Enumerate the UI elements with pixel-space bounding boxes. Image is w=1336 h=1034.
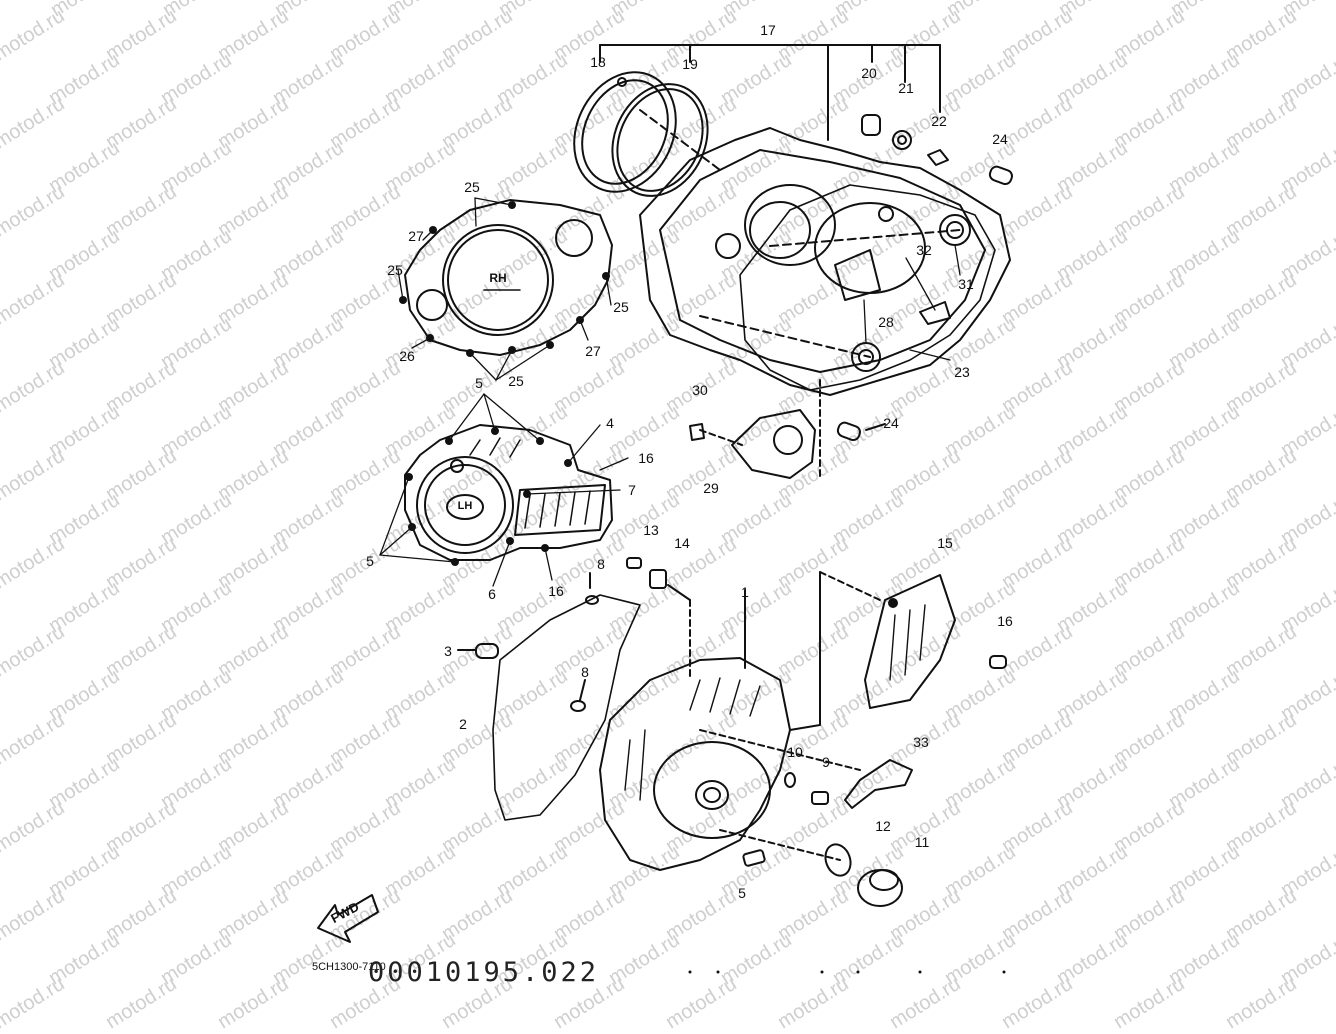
- callout-5a: 5: [475, 375, 483, 391]
- callout-25d: 25: [508, 373, 524, 389]
- callout-25b: 25: [387, 262, 403, 278]
- callout-8b: 8: [581, 664, 589, 680]
- callout-3: 3: [444, 643, 452, 659]
- callout-5b: 5: [366, 553, 374, 569]
- rh-cover-label: RH: [489, 271, 507, 285]
- callout-1: 1: [741, 584, 749, 600]
- callout-5c: 5: [738, 885, 746, 901]
- callout-8a: 8: [597, 556, 605, 572]
- callout-7: 7: [628, 482, 636, 498]
- left-crankcase-cover-1: [599, 571, 881, 871]
- small-parts-20-22: [861, 114, 949, 166]
- callout-30: 30: [692, 382, 708, 398]
- callout-4: 4: [606, 415, 614, 431]
- callout-14: 14: [674, 535, 690, 551]
- callout-24b: 24: [883, 415, 899, 431]
- callout-22: 22: [931, 113, 947, 129]
- callout-24a: 24: [992, 131, 1008, 147]
- callout-16a: 16: [638, 450, 654, 466]
- gasket-ring-19: [611, 83, 709, 197]
- callout-15: 15: [937, 535, 953, 551]
- callout-12: 12: [875, 818, 891, 834]
- rotor-cover-disc-18: [573, 71, 677, 193]
- callout-33: 33: [913, 734, 929, 750]
- dowel-pins-24: [836, 165, 1013, 441]
- exploded-crankcase-cover-diagram: [317, 44, 1013, 974]
- callout-2: 2: [459, 716, 467, 732]
- callout-13: 13: [643, 522, 659, 538]
- pump-housing-29: [689, 379, 821, 479]
- callout-27b: 27: [585, 343, 601, 359]
- callout-16b: 16: [548, 583, 564, 599]
- small-parts-left: [579, 557, 913, 907]
- lh-cover-label: LH: [457, 500, 473, 512]
- callout-27a: 27: [408, 228, 424, 244]
- dowel-3: [457, 643, 499, 659]
- diagram-reference-code: 5CH1300-7110: [312, 961, 386, 973]
- callout-21: 21: [898, 80, 914, 96]
- callout-11: 11: [914, 834, 930, 850]
- callout-19: 19: [682, 56, 698, 72]
- callout-31: 31: [958, 276, 974, 292]
- group-bracket-17: [599, 44, 941, 141]
- rh-cover: [399, 199, 613, 357]
- callout-29: 29: [703, 480, 719, 496]
- callout-26: 26: [399, 348, 415, 364]
- callout-17: 17: [760, 22, 776, 38]
- callout-16c: 16: [997, 613, 1013, 629]
- callout-25c: 25: [613, 299, 629, 315]
- callout-23: 23: [954, 364, 970, 380]
- callout-20: 20: [861, 65, 877, 81]
- gasket-2: [492, 594, 641, 821]
- sprocket-cover-15: [864, 574, 1007, 709]
- crankcase-gasket-23: [739, 184, 996, 391]
- right-crankcase-cover: [639, 109, 1011, 396]
- document-id: 00010195.022: [368, 957, 600, 988]
- callout-25a: 25: [464, 179, 480, 195]
- callout-9: 9: [822, 754, 830, 770]
- callout-28: 28: [878, 314, 894, 330]
- callout-32: 32: [916, 242, 932, 258]
- lh-cover: [404, 424, 613, 566]
- callout-18: 18: [590, 54, 606, 70]
- fwd-arrow-icon: [317, 894, 379, 943]
- callout-6: 6: [488, 586, 496, 602]
- callout-10: 10: [787, 744, 803, 760]
